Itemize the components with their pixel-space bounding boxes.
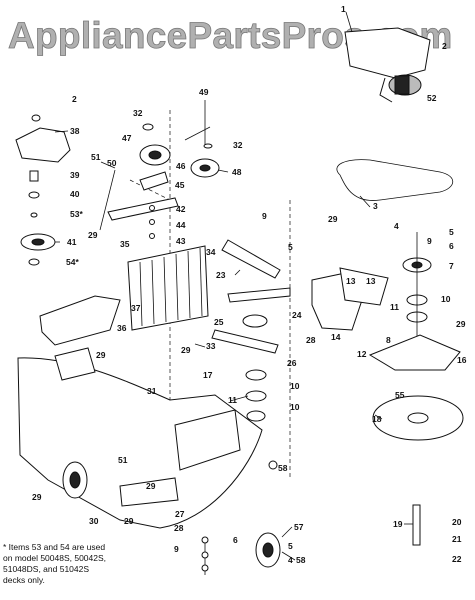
callout-47: 47 [122, 133, 132, 143]
callout-49: 49 [199, 87, 209, 97]
callout-5b: 5 [288, 242, 293, 252]
callout-4: 4 [394, 221, 399, 231]
callout-3: 3 [373, 201, 378, 211]
callout-18: 18 [372, 414, 382, 424]
callout-29c: 29 [181, 345, 191, 355]
callout-41: 41 [67, 237, 77, 247]
callout-5: 5 [449, 227, 454, 237]
drive-belt [336, 159, 454, 201]
callout-10c: 10 [290, 402, 300, 412]
callout-12: 12 [357, 349, 367, 359]
callout-16: 16 [457, 355, 467, 365]
callout-29b: 29 [328, 214, 338, 224]
deck-wheel-left [62, 461, 88, 499]
callout-54: 54* [66, 257, 79, 267]
callout-37: 37 [131, 303, 141, 313]
callout-25: 25 [214, 317, 224, 327]
callout-39: 39 [70, 170, 80, 180]
callout-2: 2 [72, 94, 77, 104]
callout-31: 31 [147, 386, 157, 396]
callout-46: 46 [176, 161, 186, 171]
callout-42: 42 [176, 204, 186, 214]
callout-8a: 8 [386, 335, 391, 345]
deck-wheel-57 [255, 532, 281, 568]
callout-21: 21 [452, 534, 462, 544]
callout-10a: 10 [441, 294, 451, 304]
callout-4b: 4 [288, 555, 293, 565]
callout-6: 6 [449, 241, 454, 251]
callout-20: 20 [452, 517, 462, 527]
callout-1: 1 [341, 4, 346, 14]
callout-17a: 17 [203, 370, 213, 380]
callout-29a: 29 [88, 230, 98, 240]
callout-7: 7 [449, 261, 454, 271]
callout-30: 30 [89, 516, 99, 526]
callout-32a: 32 [133, 108, 143, 118]
callout-19: 19 [393, 519, 403, 529]
callout-29e: 29 [96, 350, 106, 360]
callout-36: 36 [117, 323, 127, 333]
idler-pulley-47 [139, 144, 171, 166]
callout-6b: 6 [233, 535, 238, 545]
callout-23: 23 [216, 270, 226, 280]
callout-28a: 28 [306, 335, 316, 345]
callout-29f: 29 [124, 516, 134, 526]
callout-28b: 28 [174, 523, 184, 533]
callout-35: 35 [120, 239, 130, 249]
callout-32b: 32 [233, 140, 243, 150]
callout-44: 44 [176, 220, 186, 230]
callout-43: 43 [176, 236, 186, 246]
callout-26: 26 [287, 358, 297, 368]
callout-55: 55 [395, 390, 405, 400]
footnote: * Items 53 and 54 are used on model 5004… [3, 542, 107, 585]
callout-5c: 5 [288, 541, 293, 551]
callout-2-top: 2 [442, 41, 447, 51]
callout-50: 50 [107, 158, 117, 168]
idler-pulley-48 [190, 158, 220, 178]
callout-58b: 58 [296, 555, 306, 565]
callout-22: 22 [452, 554, 462, 564]
blade-23 [221, 239, 281, 279]
callout-51: 51 [91, 152, 101, 162]
callout-13b: 13 [366, 276, 376, 286]
callout-40: 40 [70, 189, 80, 199]
callout-29h: 29 [146, 481, 156, 491]
blade-25 [211, 329, 279, 354]
callout-13a: 13 [346, 276, 356, 286]
callout-52: 52 [427, 93, 437, 103]
callout-24: 24 [292, 310, 302, 320]
callout-48: 48 [232, 167, 242, 177]
callout-14: 14 [331, 332, 341, 342]
callout-11a: 11 [390, 302, 399, 312]
callout-10b: 10 [290, 381, 300, 391]
callout-57: 57 [294, 522, 304, 532]
callout-34: 34 [206, 247, 216, 257]
discharge-chute-cover [15, 127, 71, 163]
callout-9c: 9 [174, 544, 179, 554]
callout-58a: 58 [278, 463, 288, 473]
deck-baffle [127, 245, 209, 331]
callout-9b: 9 [427, 236, 432, 246]
spindle-pulley-41 [20, 233, 56, 251]
callout-38: 38 [70, 126, 80, 136]
callout-9a: 9 [262, 211, 267, 221]
callout-labels: 1 2 52 2 38 39 40 53* 41 54* 49 32 47 46… [32, 4, 467, 565]
callout-29g: 29 [32, 492, 42, 502]
callout-53: 53* [70, 209, 83, 219]
callout-11b: 11 [228, 395, 237, 405]
callout-33: 33 [206, 341, 216, 351]
callout-51b: 51 [118, 455, 128, 465]
callout-45: 45 [175, 180, 185, 190]
callout-27: 27 [175, 509, 185, 519]
callout-29d: 29 [456, 319, 466, 329]
upper-pulley-bracket [344, 27, 431, 103]
